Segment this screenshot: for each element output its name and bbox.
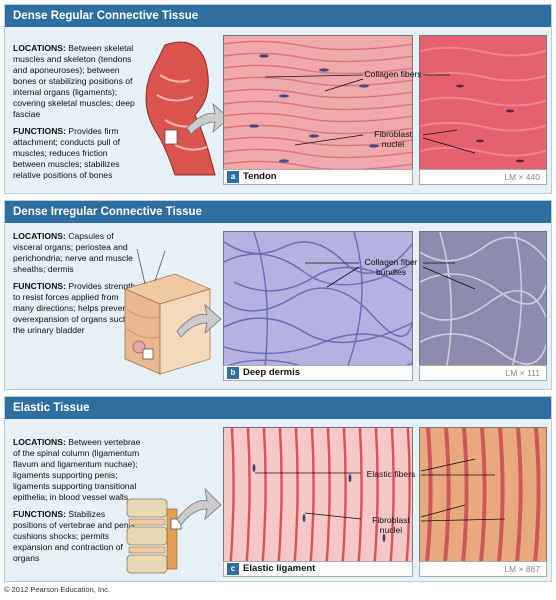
functions-heading: FUNCTIONS: bbox=[13, 281, 66, 291]
functions-heading: FUNCTIONS: bbox=[13, 126, 66, 136]
callout-elastic-fibers: Elastic fibers bbox=[366, 469, 416, 479]
text-block: LOCATIONS: Between vertebrae of the spin… bbox=[13, 437, 141, 570]
tendon-drawing bbox=[223, 35, 413, 183]
skin-block-illustration bbox=[123, 249, 212, 375]
copyright-notice: © 2012 Pearson Education, Inc. bbox=[4, 585, 111, 594]
locations-heading: LOCATIONS: bbox=[13, 231, 66, 241]
panel-elastic: Elastic Tissue LOCATIONS: Between verteb… bbox=[4, 396, 552, 582]
functions-text: Provides firm attachment; conducts pull … bbox=[13, 126, 121, 180]
callout-fibroblast-nuclei: Fibroblast nuclei bbox=[372, 515, 410, 535]
functions-paragraph: FUNCTIONS: Stabilizes positions of verte… bbox=[13, 509, 141, 564]
tendon-photo bbox=[419, 35, 547, 183]
functions-paragraph: FUNCTIONS: Provides strength to resist f… bbox=[13, 281, 141, 336]
functions-heading: FUNCTIONS: bbox=[13, 509, 66, 519]
arrow-icon bbox=[176, 487, 222, 526]
locations-paragraph: LOCATIONS: Between vertebrae of the spin… bbox=[13, 437, 141, 503]
panel-title: Dense Regular Connective Tissue bbox=[5, 5, 551, 27]
dermis-drawing bbox=[223, 231, 413, 375]
magnification-label: LM × 111 bbox=[419, 365, 547, 381]
caption-letter: a bbox=[227, 171, 239, 183]
text-block: LOCATIONS: Capsules of visceral organs; … bbox=[13, 231, 141, 342]
caption-letter: c bbox=[227, 563, 239, 575]
caption-text: Deep dermis bbox=[243, 367, 301, 378]
callout-collagen-fiber-bundles: Collagen fiber bundles bbox=[364, 257, 418, 277]
functions-text: Provides strength to resist forces appli… bbox=[13, 281, 140, 335]
locations-heading: LOCATIONS: bbox=[13, 43, 66, 53]
elastic-drawing bbox=[223, 427, 413, 571]
panel-title: Dense Irregular Connective Tissue bbox=[5, 201, 551, 223]
locations-text: Between vertebrae of the spinal column (… bbox=[13, 437, 141, 502]
vertebrae-illustration bbox=[126, 498, 182, 574]
functions-text: Stabilizes positions of vertebrae and pe… bbox=[13, 509, 138, 563]
locations-paragraph: LOCATIONS: Capsules of visceral organs; … bbox=[13, 231, 141, 275]
magnification-label: LM × 440 bbox=[419, 169, 547, 185]
locations-text: Capsules of visceral organs; periostea a… bbox=[13, 231, 133, 274]
elastic-photo bbox=[419, 427, 547, 571]
locations-paragraph: LOCATIONS: Between skeletal muscles and … bbox=[13, 43, 141, 120]
panel-dense-regular: Dense Regular Connective Tissue LOCATION… bbox=[4, 4, 552, 194]
caption-bar: b Deep dermis bbox=[223, 365, 413, 381]
locations-text: Between skeletal muscles and skeleton (t… bbox=[13, 43, 135, 119]
arm-muscle-illustration bbox=[145, 41, 216, 176]
panel-dense-irregular: Dense Irregular Connective Tissue LOCATI… bbox=[4, 200, 552, 390]
caption-bar: c Elastic ligament bbox=[223, 561, 413, 577]
callout-collagen-fibers: Collagen fibers bbox=[364, 69, 422, 79]
arrow-icon bbox=[176, 303, 222, 338]
arrow-icon bbox=[186, 102, 230, 135]
text-block: LOCATIONS: Between skeletal muscles and … bbox=[13, 43, 141, 187]
caption-text: Elastic ligament bbox=[243, 563, 316, 574]
caption-text: Tendon bbox=[243, 171, 277, 182]
locations-heading: LOCATIONS: bbox=[13, 437, 66, 447]
caption-bar: a Tendon bbox=[223, 169, 413, 185]
functions-paragraph: FUNCTIONS: Provides firm attachment; con… bbox=[13, 126, 141, 181]
caption-letter: b bbox=[227, 367, 239, 379]
panel-title: Elastic Tissue bbox=[5, 397, 551, 419]
dermis-photo bbox=[419, 231, 547, 375]
magnification-label: LM × 887 bbox=[419, 561, 547, 577]
callout-fibroblast-nuclei: Fibroblast nuclei bbox=[374, 129, 412, 149]
